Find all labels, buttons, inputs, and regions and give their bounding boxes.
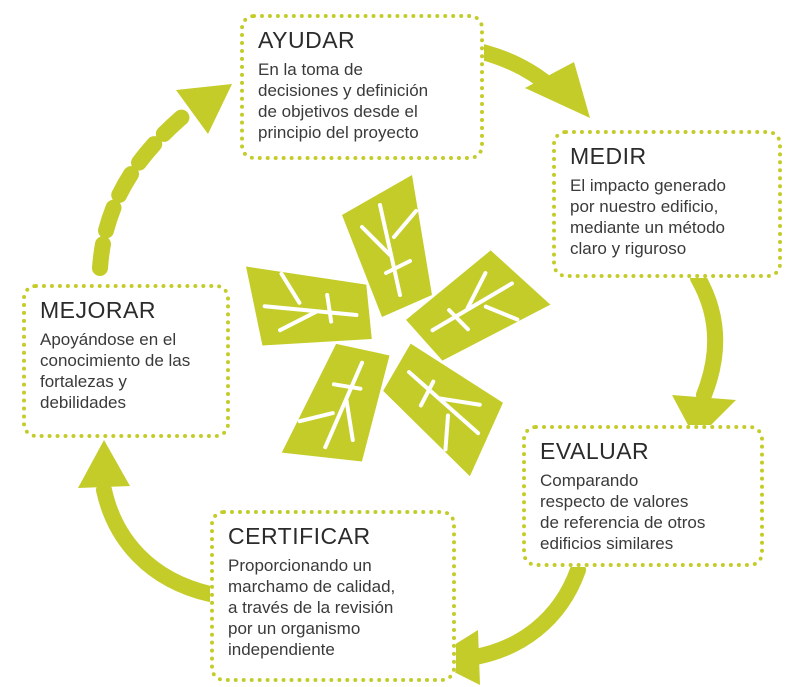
- step-title-evaluar: EVALUAR: [540, 438, 650, 464]
- step-text-ayudar: En la toma de decisiones y definición de…: [258, 60, 429, 143]
- step-title-medir: MEDIR: [570, 143, 647, 169]
- step-title-mejorar: MEJORAR: [40, 297, 156, 323]
- step-box-evaluar: EVALUAR Comparando respecto de valores d…: [522, 425, 764, 567]
- step-title-ayudar: AYUDAR: [258, 27, 356, 53]
- arrow-certificar-to-mejorar: [78, 440, 218, 602]
- step-box-medir: MEDIR El impacto generado por nuestro ed…: [552, 130, 782, 278]
- arrow-medir-to-evaluar: [672, 270, 736, 440]
- arrow-mejorar-to-ayudar-dashed: [92, 84, 232, 276]
- step-text-mejorar: Apoyándose en el conocimiento de las for…: [40, 330, 191, 413]
- step-box-ayudar: AYUDAR En la toma de decisiones y defini…: [240, 14, 484, 160]
- step-box-certificar: CERTIFICAR Proporcionando un marchamo de…: [210, 510, 456, 682]
- step-box-mejorar: MEJORAR Apoyándose en el conocimiento de…: [22, 284, 230, 438]
- step-title-certificar: CERTIFICAR: [228, 523, 371, 549]
- five-leaf-flower-icon: [246, 175, 551, 477]
- step-text-certificar: Proporcionando un marchamo de calidad, a…: [228, 556, 396, 660]
- step-text-medir: El impacto generado por nuestro edificio…: [570, 176, 726, 259]
- step-text-evaluar: Comparando respecto de valores de refere…: [540, 471, 706, 554]
